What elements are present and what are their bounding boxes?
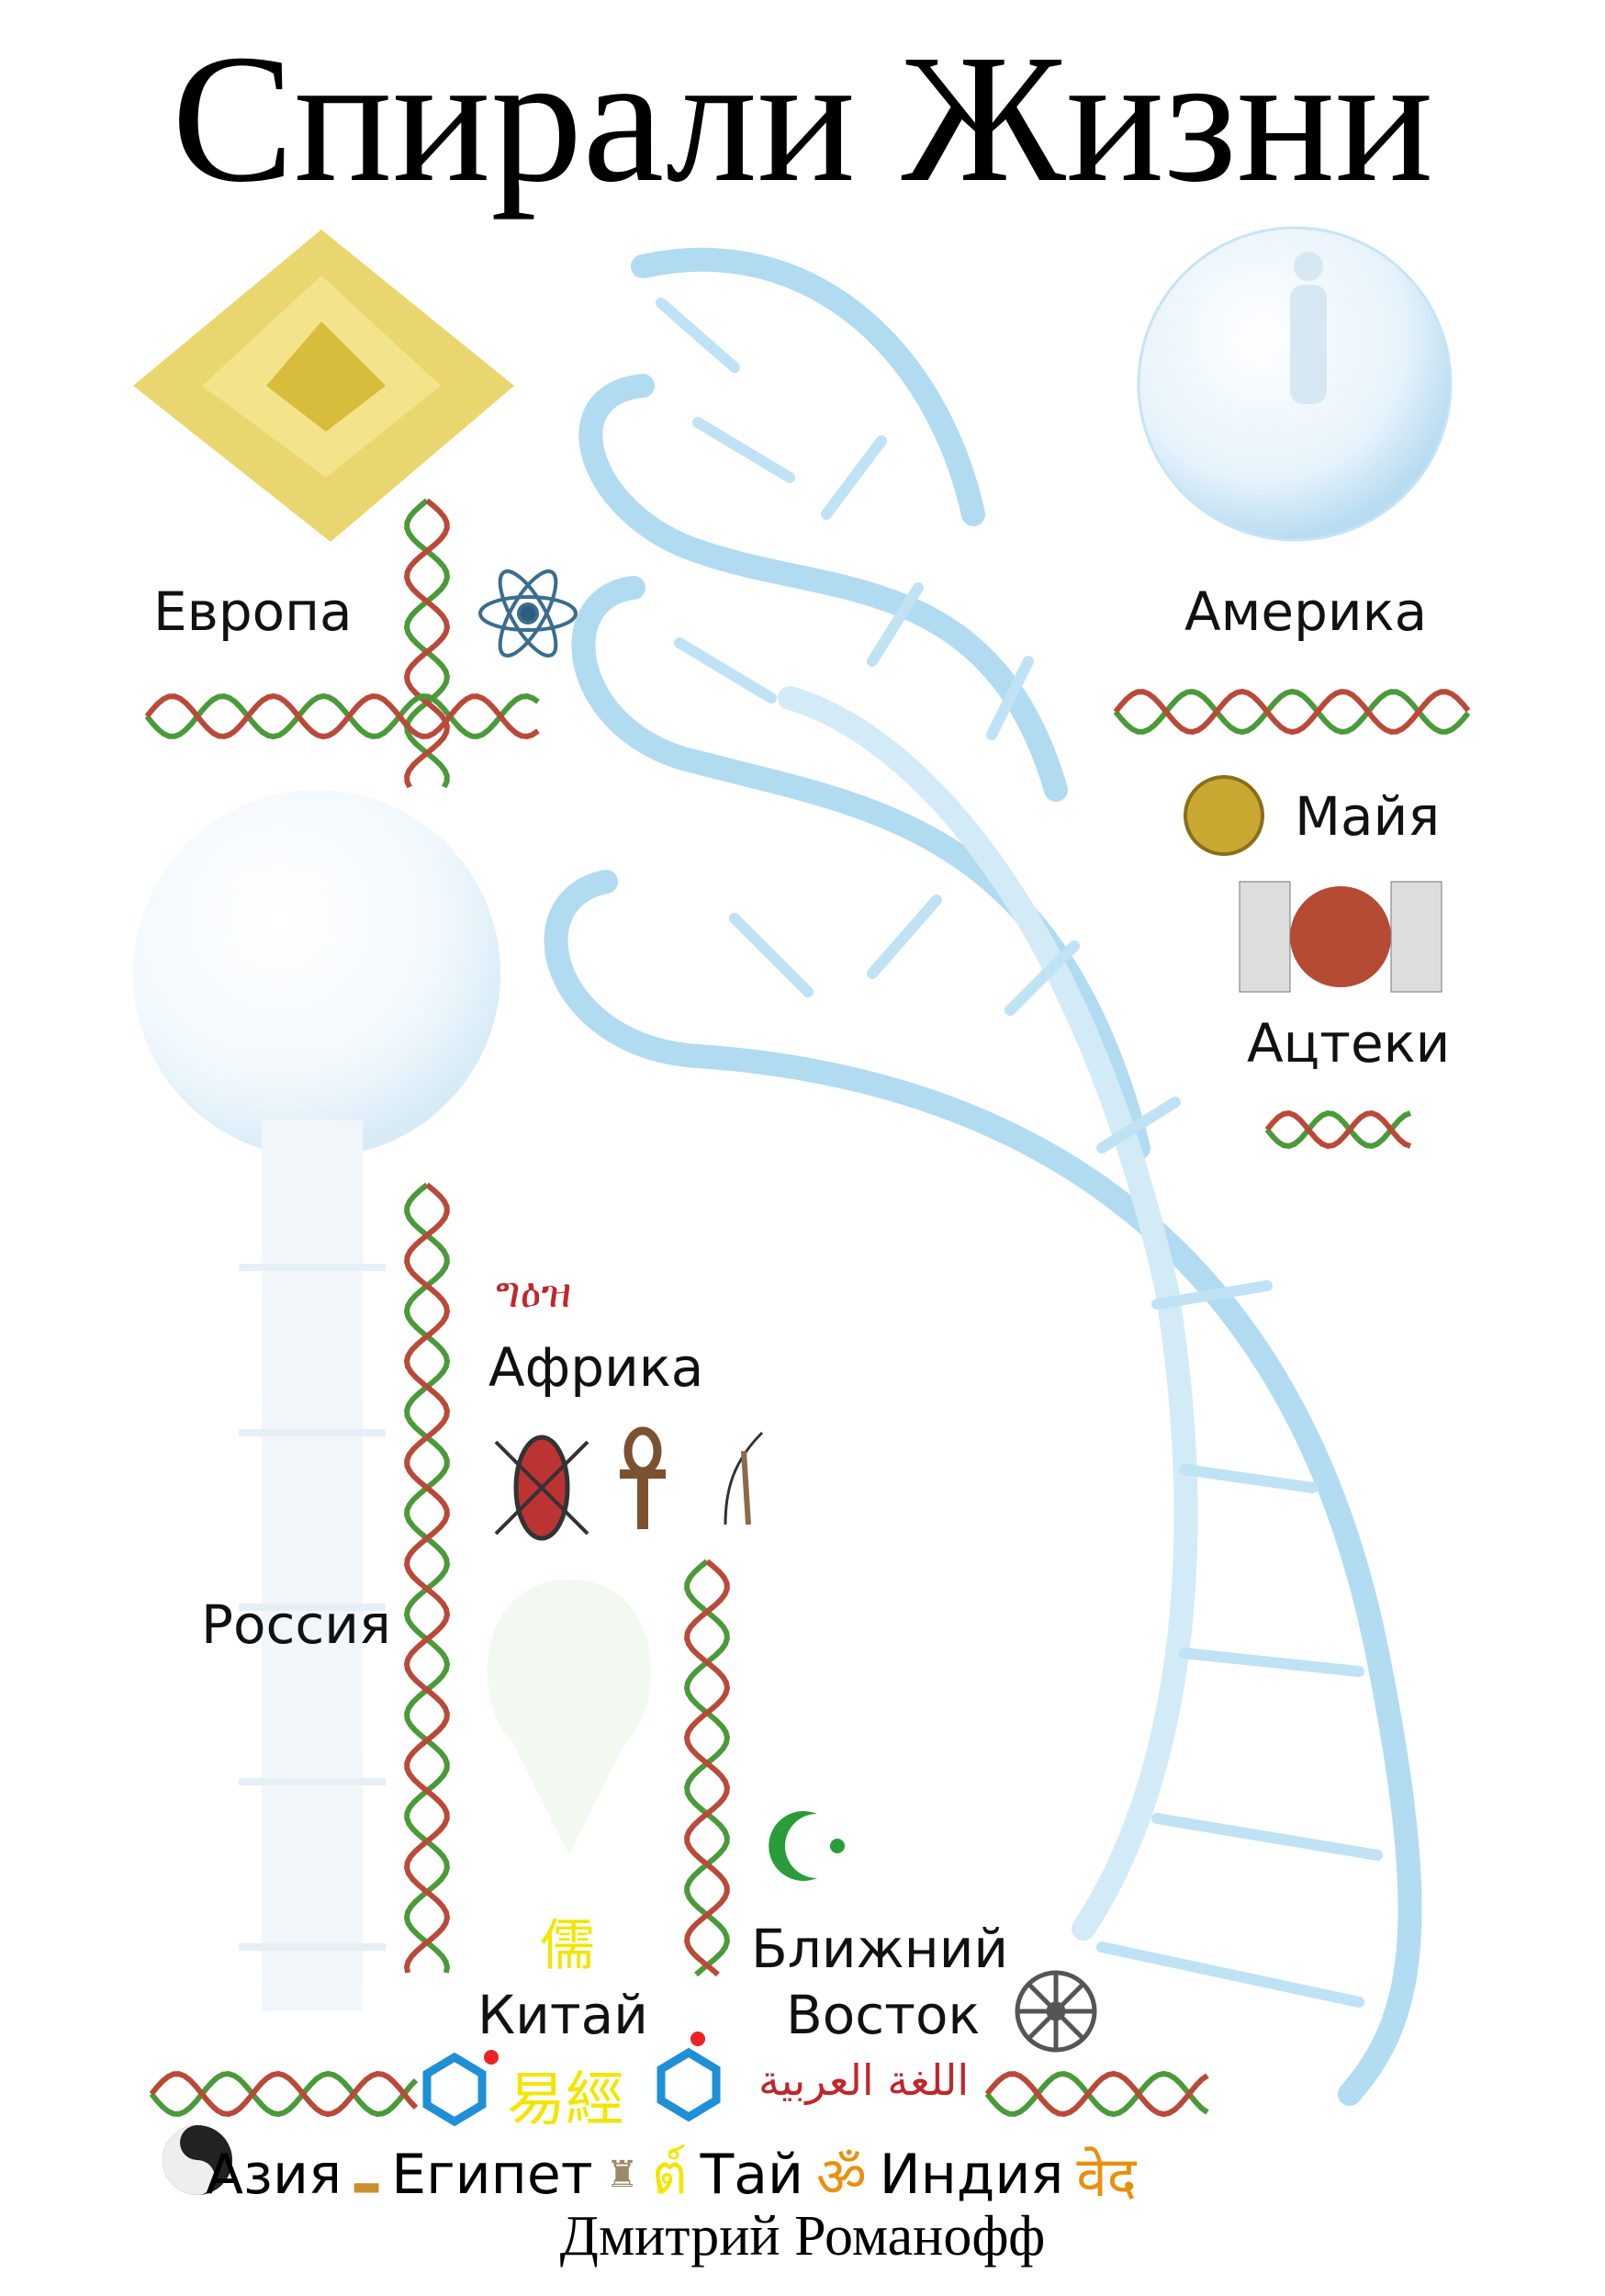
dna-strand (144, 692, 540, 740)
helix-rung (692, 417, 795, 483)
label-europe: Европа (153, 580, 353, 643)
dna-strand (1264, 1110, 1412, 1149)
label-maya: Майя (1295, 785, 1441, 848)
yin-yang-icon (163, 2125, 232, 2195)
om-symbol: ॐ (815, 2144, 867, 2210)
dna-strand (403, 498, 451, 789)
label-india: Индия (879, 2142, 1064, 2207)
thai-character: ต์ (651, 2143, 688, 2207)
dna-strand (984, 2070, 1209, 2118)
helix-rung (986, 656, 1034, 740)
dna-strand (144, 692, 540, 740)
dharma-wheel-icon (1015, 1970, 1097, 2053)
label-thai: Тай (700, 2142, 803, 2207)
label-america: Америка (1184, 580, 1428, 643)
big-dna-helix (544, 247, 1422, 2106)
horus-bird-icon: ♜ (605, 2153, 639, 2196)
maya-coin-icon (1184, 775, 1264, 856)
helix-rung (1096, 1941, 1364, 2008)
helix-rung (821, 435, 887, 520)
pin-human-image (487, 1580, 652, 1855)
confucian-character: 儒 (540, 1914, 595, 1978)
label-middle-east-2: Восток (786, 1984, 981, 2046)
helix-rung (1096, 1097, 1181, 1154)
helix-rung (656, 298, 740, 373)
helix-rung (674, 637, 777, 703)
crescent-star-icon (769, 1810, 817, 1881)
label-egypt: Египет (391, 2142, 593, 2207)
dna-strand (1113, 688, 1471, 736)
helix-rung (1151, 1280, 1273, 1310)
helix-rung (1179, 1464, 1319, 1493)
label-russia: Россия (201, 1593, 391, 1656)
russia-tower-image (133, 790, 500, 2011)
dna-strand (403, 1182, 451, 1974)
label-africa: Африка (488, 1336, 704, 1399)
helix-rung (729, 913, 814, 997)
dna-strand (683, 1559, 731, 1977)
label-asia: Азия (206, 2142, 342, 2207)
bottom-regions-row: Азия ▂ Египет ♜ ต์ Тай ॐ Индия वेद (156, 2131, 1137, 2218)
dna-strand (984, 2070, 1209, 2118)
book-title: Спирали Жизни (171, 17, 1434, 220)
helix-rung (1179, 1648, 1364, 1677)
i-ching-characters: 易經 (507, 2066, 624, 2134)
helix-rungs (656, 298, 1383, 2008)
sphinx-icon: ▂ (354, 2155, 379, 2193)
geez-script: ግዕዝ (496, 1267, 572, 1317)
african-symbols (494, 1426, 764, 1541)
helix-rung (1151, 1813, 1383, 1861)
author-name: Дмитрий Романофф (559, 2205, 1046, 2268)
golden-pyramid-image (133, 230, 514, 542)
dna-strand (403, 498, 451, 789)
small-dna-strands (144, 498, 1471, 2118)
dna-strand (1113, 688, 1471, 736)
helix-rung (1005, 940, 1080, 1016)
dna-strand (149, 2070, 419, 2118)
helix-rung (867, 895, 942, 979)
dna-strand (149, 2070, 419, 2118)
dna-strand (1264, 1110, 1412, 1149)
label-china: Китай (477, 1984, 648, 2046)
dna-strand (683, 1559, 731, 1977)
label-aztecs: Ацтеки (1247, 1012, 1451, 1075)
aztec-images (1239, 881, 1442, 993)
label-middle-east-1: Ближний (751, 1918, 1009, 1980)
arabic-text: اللغة العربية (758, 2055, 970, 2105)
molecule-icons (422, 2032, 721, 2127)
helix-rung (867, 582, 924, 667)
veda-text: वेद (1076, 2144, 1137, 2210)
atom-icon (478, 569, 578, 658)
